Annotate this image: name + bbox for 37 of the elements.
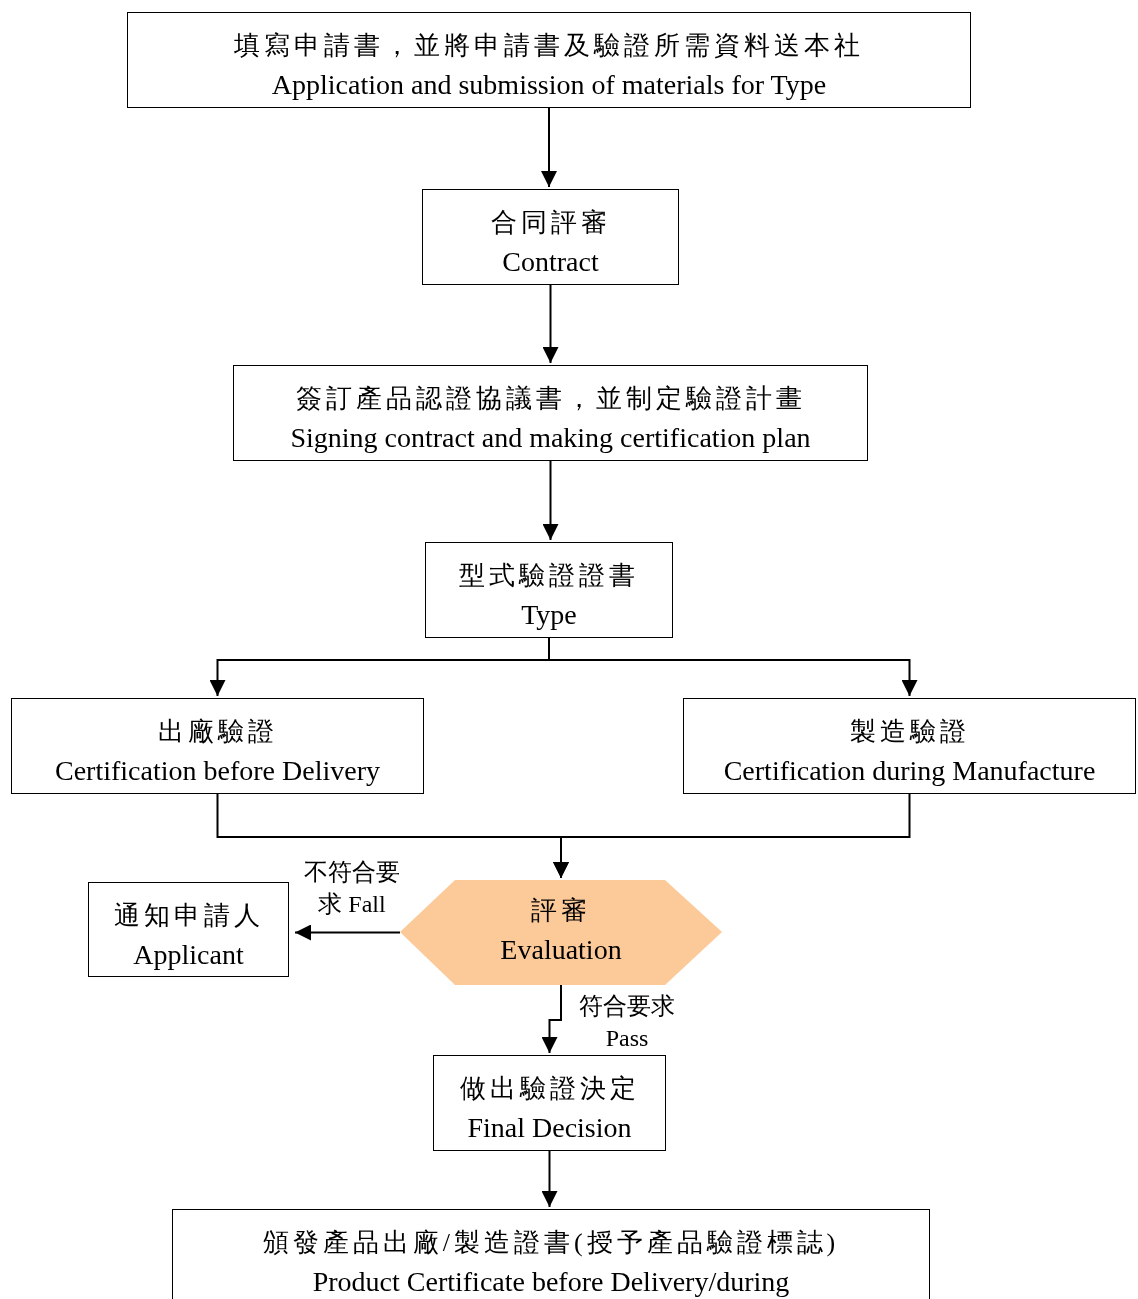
arrow [542,284,559,364]
box-text: Certification before Delivery [55,754,380,788]
box-text: 型式驗證證書 [459,560,639,592]
box-text: 通知申請人 [113,900,264,932]
process-box [683,698,1136,794]
arrow [542,460,559,541]
box-text: Application and submission of materials for Type [271,68,827,102]
box-text: 合同評審 [490,207,611,239]
hexagon-shape [400,880,722,985]
box-text: 出廠驗證 [157,716,278,748]
box-text: 評審 [531,895,591,927]
box-text: Certification during Manufacture [723,754,1096,788]
box-text: Evaluation [500,933,622,967]
process-box [172,1209,930,1299]
process-box [422,189,679,285]
process-box [433,1055,666,1151]
arrow [294,924,401,941]
process-box [11,698,424,794]
box-text: 填寫申請書，並將申請書及驗證所需資料送本社 [234,30,864,62]
arrow [541,1150,558,1208]
box-text: Contract [502,245,599,279]
box-text: Signing contract and making certification plan [290,421,811,455]
box-text: 頒發產品出廠/製造證書(授予產品驗證標誌) [262,1227,840,1259]
process-box [88,882,289,977]
box-text: 做出驗證決定 [459,1073,640,1105]
box-text: Type [521,598,577,632]
box-text: 製造驗證 [849,716,970,748]
arrow [541,984,562,1054]
arrow [553,793,911,879]
arrow [541,107,557,188]
box-text: Applicant [133,938,244,972]
process-box [127,12,971,108]
box-text: Final Decision [467,1111,632,1145]
process-box [425,542,673,638]
process-box [233,365,868,461]
box-text: 簽訂產品認證協議書，並制定驗證計畫 [295,383,806,415]
box-text: Product Certificate before Delivery/during [312,1265,790,1299]
